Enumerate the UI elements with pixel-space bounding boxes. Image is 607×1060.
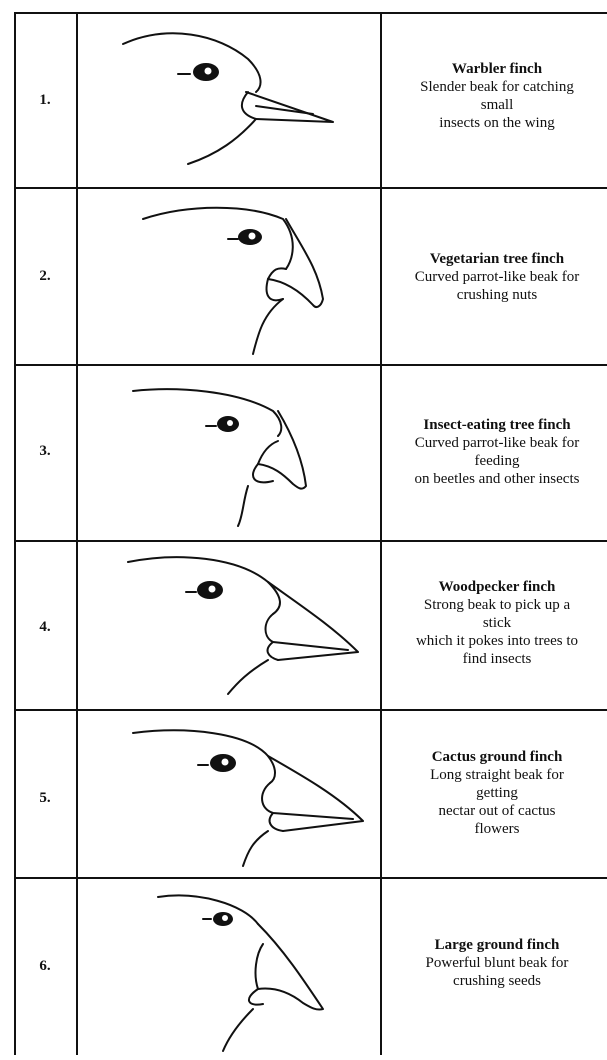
finch-description: Cactus ground finch Long straight beak f… <box>382 748 607 838</box>
row-number: 3. <box>14 443 76 460</box>
finch-description: Insect-eating tree finch Curved parrot-l… <box>382 416 607 488</box>
woodpecker-finch-sketch <box>78 542 380 709</box>
insect-eating-tree-finch-sketch <box>78 366 380 540</box>
row-number: 6. <box>14 958 76 975</box>
finch-name: Vegetarian tree finch <box>382 250 607 268</box>
finch-name: Woodpecker finch <box>382 578 607 596</box>
finch-description: Vegetarian tree finch Curved parrot-like… <box>382 250 607 304</box>
row-number: 2. <box>14 268 76 285</box>
row-number: 1. <box>14 92 76 109</box>
finch-name: Cactus ground finch <box>382 748 607 766</box>
finch-description: Warbler finch Slender beak for catching … <box>382 60 607 132</box>
finch-name: Insect-eating tree finch <box>382 416 607 434</box>
cactus-ground-finch-sketch <box>78 711 380 877</box>
vegetarian-tree-finch-sketch <box>78 189 380 364</box>
column-divider <box>380 12 382 1055</box>
finch-description: Woodpecker finch Strong beak to pick up … <box>382 578 607 668</box>
row-number: 4. <box>14 619 76 636</box>
finch-name: Large ground finch <box>382 936 607 954</box>
large-ground-finch-sketch <box>78 879 380 1055</box>
table-left-border <box>14 12 16 1055</box>
row-number: 5. <box>14 790 76 807</box>
warbler-finch-sketch <box>78 14 380 187</box>
finch-description: Large ground finch Powerful blunt beak f… <box>382 936 607 990</box>
finch-name: Warbler finch <box>382 60 607 78</box>
